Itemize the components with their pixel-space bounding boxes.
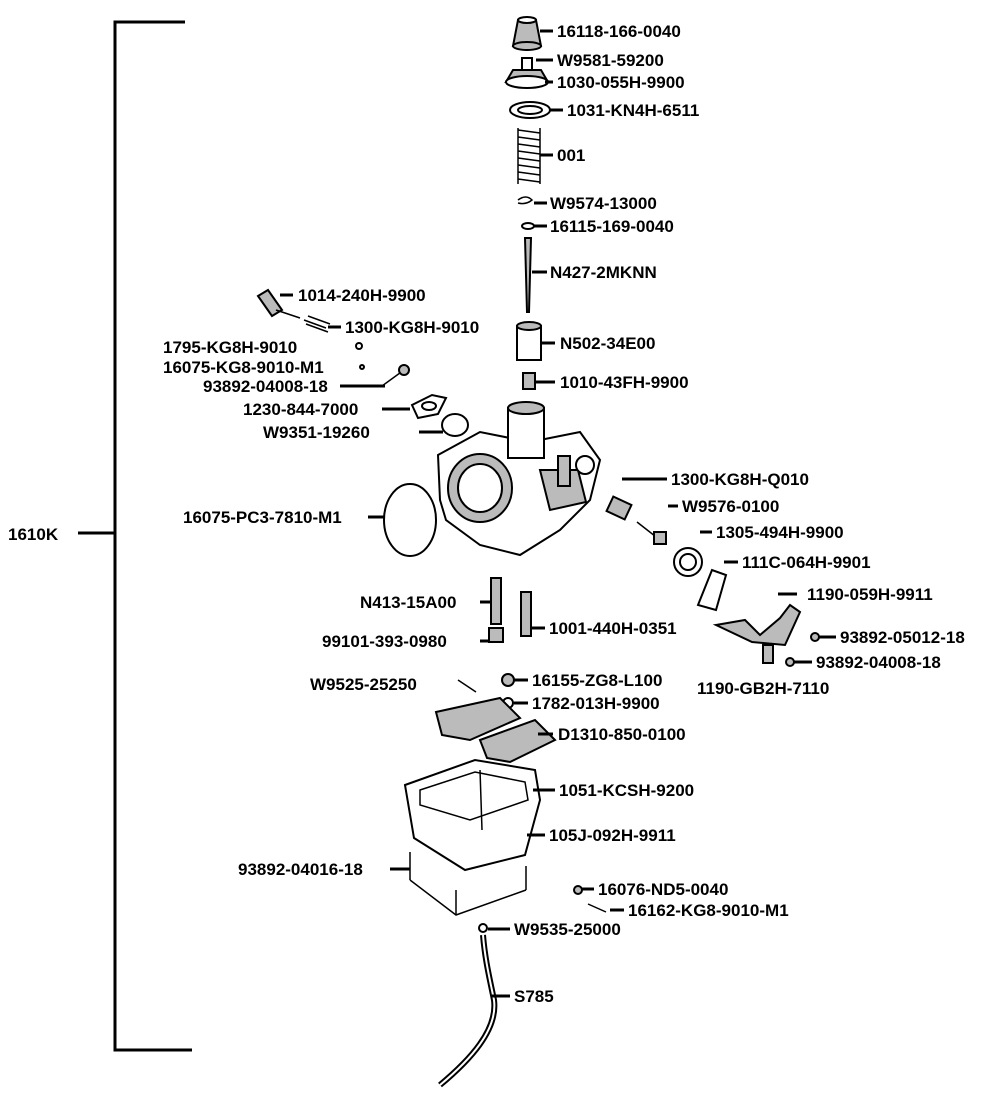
- part-label: W9581-59200: [557, 51, 664, 70]
- part-label: 1051-KCSH-9200: [559, 781, 694, 800]
- part-label: W9576-0100: [682, 497, 779, 516]
- choke-lever-part: [696, 568, 728, 612]
- drain-valve-part: [587, 903, 607, 913]
- slow-jet-part: [520, 591, 532, 637]
- part-label: 16075-KG8-9010-M1: [163, 358, 324, 377]
- o-ring-large-part: [383, 483, 437, 557]
- part-label: 1795-KG8H-9010: [163, 338, 297, 357]
- part-label: 001: [557, 146, 585, 165]
- part-label: D1310-850-0100: [558, 725, 686, 744]
- adjuster-nut-part: [504, 57, 550, 89]
- choke-spring-part: [605, 495, 633, 521]
- part-label: 16118-166-0040: [557, 22, 681, 41]
- part-label: 1300-KG8H-Q010: [671, 470, 809, 489]
- part-label: 16115-169-0040: [550, 217, 674, 236]
- e-ring-part: [521, 222, 535, 230]
- part-label: 111C-064H-9901: [742, 553, 871, 572]
- part-label: 1190-GB2H-7110: [697, 679, 829, 698]
- part-label: 1190-059H-9911: [807, 585, 933, 604]
- part-label: 16076-ND5-0040: [598, 880, 728, 899]
- bracket-gb2h-part: [762, 644, 774, 664]
- leader-lines: [280, 29, 836, 998]
- part-label: 16075-PC3-7810-M1: [183, 508, 342, 527]
- part-label: S785: [514, 987, 554, 1006]
- part-label: 1030-055H-9900: [557, 73, 685, 92]
- o-ring-w9351-part: [441, 413, 469, 437]
- float-bowl-part: [403, 758, 542, 872]
- part-label: N502-34E00: [560, 334, 655, 353]
- part-label: 93892-04016-18: [238, 860, 363, 879]
- part-label: 1305-494H-9900: [716, 523, 844, 542]
- drain-screw-part: [573, 885, 583, 895]
- throttle-spring-part: [517, 128, 541, 184]
- throttle-slide-part: [516, 321, 542, 361]
- bowl-screws-part: [409, 852, 527, 916]
- part-labels: 16118-166-0040 W9581-59200 1030-055H-990…: [163, 22, 965, 1006]
- top-cap-part: [511, 16, 543, 51]
- part-label: 1001-440H-0351: [549, 619, 677, 638]
- choke-lever-spring-part: [673, 547, 703, 577]
- float-pin-part: [457, 679, 477, 693]
- part-label: 1014-240H-9900: [298, 286, 426, 305]
- assembly-code-label: 1610K: [8, 525, 59, 544]
- part-label: 1010-43FH-9900: [560, 373, 689, 392]
- screw-04008b-part: [785, 657, 795, 667]
- part-label: 1230-844-7000: [243, 400, 358, 419]
- part-label: W9351-19260: [263, 423, 370, 442]
- needle-jet-part: [488, 577, 504, 643]
- idle-spring-part: [303, 315, 331, 333]
- part-label: 93892-04008-18: [816, 653, 941, 672]
- part-drawings: [256, 16, 820, 1088]
- idle-screw-part: [256, 288, 301, 319]
- insulator-gasket-part: [410, 393, 448, 420]
- o-ring-small-part: [355, 342, 363, 350]
- carburetor-body-part: [436, 401, 602, 557]
- part-label: 1031-KN4H-6511: [567, 101, 699, 120]
- o-ring-tiny-part: [359, 364, 365, 370]
- choke-screw-part: [636, 521, 667, 545]
- hose-clamp-part: [478, 923, 488, 933]
- part-label: 1300-KG8H-9010: [345, 318, 479, 337]
- assembly-bracket: [78, 20, 192, 1052]
- part-label: W9525-25250: [310, 675, 417, 694]
- part-label: 93892-05012-18: [840, 628, 965, 647]
- part-label: 1782-013H-9900: [532, 694, 660, 713]
- part-label: W9535-25000: [514, 920, 621, 939]
- part-label: 105J-092H-9911: [549, 826, 676, 845]
- part-label: 93892-04008-18: [203, 377, 328, 396]
- needle-clip-part: [517, 196, 534, 205]
- part-label: N413-15A00: [360, 593, 456, 612]
- part-label: W9574-13000: [550, 194, 657, 213]
- part-label: 16162-KG8-9010-M1: [628, 901, 789, 920]
- part-label: 16155-ZG8-L100: [532, 671, 662, 690]
- screw-93892-part: [381, 364, 410, 387]
- jet-needle-part: [523, 237, 533, 313]
- main-jet-top-part: [522, 372, 536, 390]
- screw-05012-part: [810, 632, 820, 642]
- part-label: N427-2MKNN: [550, 263, 657, 282]
- float-part: [434, 696, 557, 764]
- choke-bracket-part: [712, 603, 802, 647]
- part-label: 99101-393-0980: [322, 632, 447, 651]
